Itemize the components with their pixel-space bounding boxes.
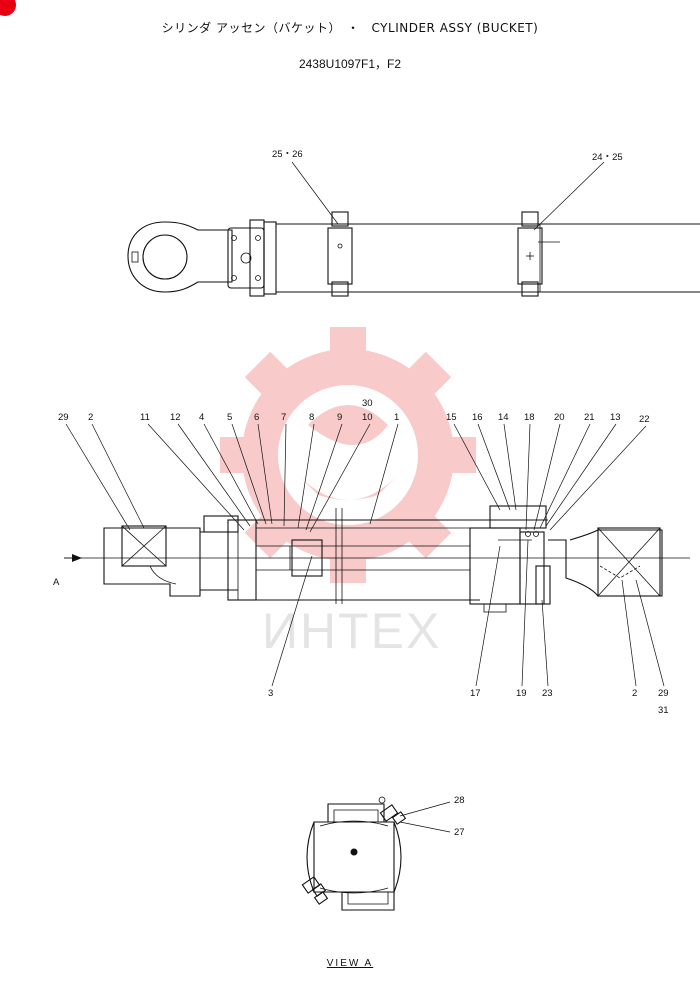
callout-6: 6 [254, 412, 259, 423]
section-callouts-bottom: 3 17 19 23 2 29 31 [268, 688, 669, 716]
callout-23: 23 [542, 688, 553, 699]
watermark-emblem: ИНТЕХ [220, 327, 476, 659]
callout-25-26: 25・26 [272, 149, 303, 160]
callout-2: 2 [88, 412, 93, 423]
callout-21: 21 [584, 412, 595, 423]
callout-20: 20 [554, 412, 565, 423]
section-view [64, 423, 690, 687]
corner-marker [0, 0, 16, 16]
section-callouts-top: 29 2 11 12 4 5 6 7 8 9 10 30 1 15 16 14 … [58, 398, 650, 425]
title-separator: ・ [347, 21, 360, 35]
view-a [301, 796, 451, 911]
callout-5: 5 [227, 412, 232, 423]
section-arrow-label: A [53, 577, 60, 588]
view-a-label: VIEW A [0, 958, 700, 969]
callout-15: 15 [446, 412, 457, 423]
callout-27: 27 [454, 827, 465, 838]
callout-24-25: 24・25 [592, 152, 623, 163]
callout-8: 8 [309, 412, 314, 423]
callout-7: 7 [281, 412, 286, 423]
callout-29-bottom: 29 [658, 688, 669, 699]
callout-30: 30 [362, 398, 373, 409]
callout-11: 11 [140, 412, 150, 423]
title-english: CYLINDER ASSY (BUCKET) [371, 21, 539, 35]
watermark-text: ИНТЕХ [262, 603, 441, 659]
callout-4: 4 [199, 412, 204, 423]
title-japanese: シリンダ アッセン（バケット） [161, 21, 335, 35]
callout-2-bottom: 2 [632, 688, 637, 699]
callout-3: 3 [268, 688, 273, 699]
view-a-label-text: VIEW A [326, 958, 374, 969]
top-view [127, 161, 700, 297]
callout-31: 31 [658, 705, 669, 716]
callout-19: 19 [516, 688, 527, 699]
callout-9: 9 [337, 412, 342, 423]
callout-28: 28 [454, 795, 465, 806]
callout-14: 14 [498, 412, 509, 423]
page-title: シリンダ アッセン（バケット） ・ CYLINDER ASSY (BUCKET) [0, 19, 700, 36]
callout-17: 17 [470, 688, 481, 699]
callout-16: 16 [472, 412, 483, 423]
part-number: 2438U1097F1，F2 [298, 57, 402, 71]
callout-1: 1 [394, 412, 399, 423]
callout-10: 10 [362, 412, 373, 423]
callout-18: 18 [524, 412, 535, 423]
callout-22: 22 [639, 414, 650, 425]
callout-29: 29 [58, 412, 69, 423]
callout-13: 13 [610, 412, 621, 423]
callout-12: 12 [170, 412, 181, 423]
